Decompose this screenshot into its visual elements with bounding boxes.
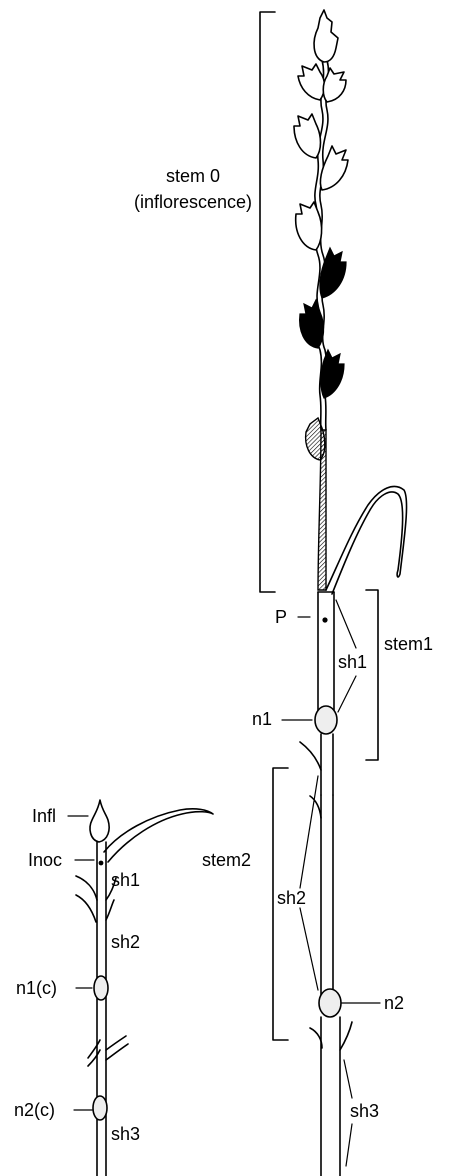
spikelet [296,202,322,250]
label-sh2-left: sh2 [111,932,140,952]
spikelet-black [300,300,324,348]
spikelet-hatched [306,418,325,460]
label-stem1: stem1 [384,634,433,654]
node-n2c [93,1096,107,1120]
stem1-bracket [366,590,378,760]
label-n1: n1 [252,709,272,729]
label-n2c: n2(c) [14,1100,55,1120]
flag-leaf-blade [326,486,407,594]
spikelet [298,64,325,100]
label-n1c: n1(c) [16,978,57,998]
label-stem2: stem2 [202,850,251,870]
sh2-leaders [300,776,318,990]
spikelet-black [321,350,344,398]
left-plant [76,800,213,1176]
label-sh1-left: sh1 [111,870,140,890]
label-stem0-line1: stem 0 [166,166,220,186]
spikelet [323,68,346,102]
label-inoc: Inoc [28,850,62,870]
left-flag-leaf [104,809,213,862]
label-p: P [275,607,287,627]
stem0-bracket [260,12,275,592]
node-n2 [319,989,341,1017]
node-n1c [94,976,108,1000]
label-sh3-left: sh3 [111,1124,140,1144]
point-p [322,617,327,622]
node-n1 [315,706,337,734]
label-stem0-line2: (inflorescence) [134,192,252,212]
spikelet [320,146,348,190]
label-sh3-right: sh3 [350,1101,379,1121]
spikelet [294,114,321,158]
spikelet [314,10,338,62]
label-n2: n2 [384,993,404,1013]
right-culm [300,592,352,1176]
label-sh2-right: sh2 [277,888,306,908]
label-infl: Infl [32,806,56,826]
label-sh1-right: sh1 [338,652,367,672]
point-inoc [99,861,104,866]
black-spikelets [300,248,346,398]
left-inflorescence-bud [90,800,109,842]
